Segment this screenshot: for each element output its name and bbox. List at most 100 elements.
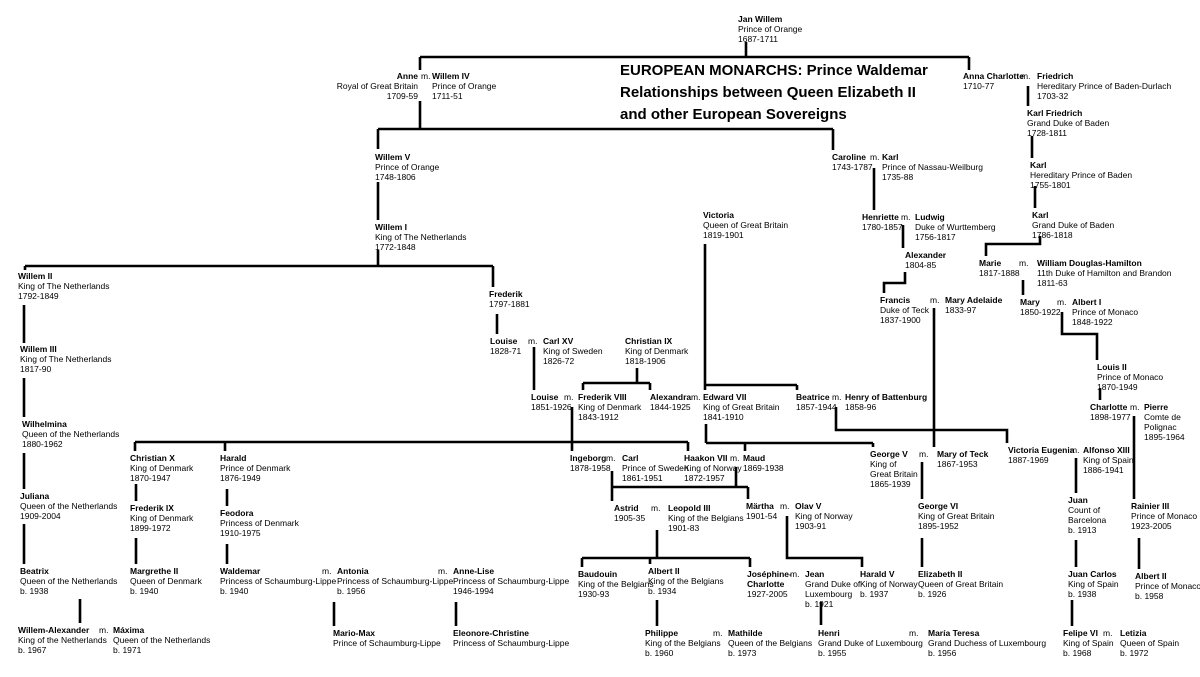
person-detail: 1711-51 bbox=[432, 91, 463, 101]
person-detail: 1844-1925 bbox=[650, 402, 691, 412]
person-detail: King of Great Britain bbox=[918, 511, 995, 521]
person-detail: King of Denmark bbox=[578, 402, 642, 412]
person-name: Máxima bbox=[113, 625, 145, 635]
person-detail: 1927-2005 bbox=[747, 589, 788, 599]
person-name: Willem III bbox=[20, 344, 57, 354]
person-detail: Luxembourg bbox=[805, 589, 853, 599]
marriage-label: m. bbox=[713, 628, 723, 638]
person-detail: b. 1937 bbox=[860, 589, 889, 599]
person-name: Philippe bbox=[645, 628, 679, 638]
person-detail: b. 1940 bbox=[220, 586, 249, 596]
person-detail: King of Denmark bbox=[625, 346, 689, 356]
person-detail: King of The Netherlands bbox=[375, 232, 467, 242]
person-name: Karl Friedrich bbox=[1027, 108, 1083, 118]
person-detail: 1772-1848 bbox=[375, 242, 416, 252]
marriage-label: m. bbox=[1130, 402, 1140, 412]
person-detail: 1865-1939 bbox=[870, 479, 911, 489]
person-name: Christian IX bbox=[625, 336, 673, 346]
person-name: Alexander bbox=[905, 250, 947, 260]
person-detail: Prince of Monaco bbox=[1131, 511, 1198, 521]
person-detail: Grand Duke of bbox=[805, 579, 861, 589]
person-detail: Prince of Schaumburg-Lippe bbox=[333, 638, 441, 648]
person-name: Carl XV bbox=[543, 336, 574, 346]
connector-line bbox=[984, 236, 1042, 256]
chart-title-line-1: EUROPEAN MONARCHS: Prince Waldemar bbox=[620, 62, 928, 79]
person-name: Victoria Eugenia bbox=[1008, 445, 1075, 455]
person-name: Letizia bbox=[1120, 628, 1147, 638]
person-detail: b. 1940 bbox=[130, 586, 159, 596]
person-name: Juan bbox=[1068, 495, 1088, 505]
marriage-label: m. bbox=[1019, 258, 1029, 268]
person-detail: Prince of Sweden bbox=[622, 463, 689, 473]
person-detail: 1792-1849 bbox=[18, 291, 59, 301]
person-detail: 1797-1881 bbox=[489, 299, 530, 309]
person-detail: Queen of Spain bbox=[1120, 638, 1180, 648]
person-detail: 1780-1857 bbox=[862, 222, 903, 232]
person-name: Anne bbox=[396, 71, 418, 81]
person-detail: Comte de bbox=[1144, 412, 1181, 422]
person-detail: 1743-1787 bbox=[832, 162, 873, 172]
person-detail: b. 1938 bbox=[1068, 589, 1097, 599]
person-name: Märtha bbox=[746, 501, 774, 511]
person-detail: King of Denmark bbox=[130, 513, 194, 523]
connector-line bbox=[1060, 312, 1099, 360]
person-name: Karl bbox=[1032, 210, 1049, 220]
person-detail: 1880-1962 bbox=[22, 439, 63, 449]
person-detail: b. 1921 bbox=[805, 599, 834, 609]
person-detail: King of Norway bbox=[684, 463, 742, 473]
person-detail: 1876-1949 bbox=[220, 473, 261, 483]
person-detail: Great Britain bbox=[870, 469, 918, 479]
marriage-label: m. bbox=[919, 449, 929, 459]
marriage-label: m. bbox=[901, 212, 911, 222]
marriage-label: m. bbox=[730, 453, 740, 463]
person-name: Caroline bbox=[832, 152, 867, 162]
person-name: Mary of Teck bbox=[937, 449, 989, 459]
person-name: Marie bbox=[979, 258, 1002, 268]
person-detail: Queen of Denmark bbox=[130, 576, 202, 586]
person-detail: Prince of Orange bbox=[375, 162, 440, 172]
chart-title: EUROPEAN MONARCHS: Prince Waldemar Relat… bbox=[620, 60, 928, 126]
person-name: Albert I bbox=[1072, 297, 1102, 307]
person-detail: Prince of Denmark bbox=[220, 463, 291, 473]
person-detail: 1710-77 bbox=[963, 81, 995, 91]
person-detail: b. 1968 bbox=[1063, 648, 1092, 658]
connector-line bbox=[882, 272, 907, 293]
person-detail: 11th Duke of Hamilton and Brandon bbox=[1037, 268, 1172, 278]
person-detail: 1817-90 bbox=[20, 364, 52, 374]
person-detail: 1748-1806 bbox=[375, 172, 416, 182]
person-name: Willem IV bbox=[432, 71, 470, 81]
person-name: Margrethe II bbox=[130, 566, 179, 576]
person-detail: Prince of Orange bbox=[738, 24, 803, 34]
person-detail: Queen of the Netherlands bbox=[113, 635, 211, 645]
person-detail: b. 1958 bbox=[1135, 591, 1164, 601]
person-detail: King of Denmark bbox=[130, 463, 194, 473]
person-detail: 1886-1941 bbox=[1083, 465, 1124, 475]
person-detail: Duke of Teck bbox=[880, 305, 929, 315]
person-name: Eleonore-Christine bbox=[453, 628, 530, 638]
